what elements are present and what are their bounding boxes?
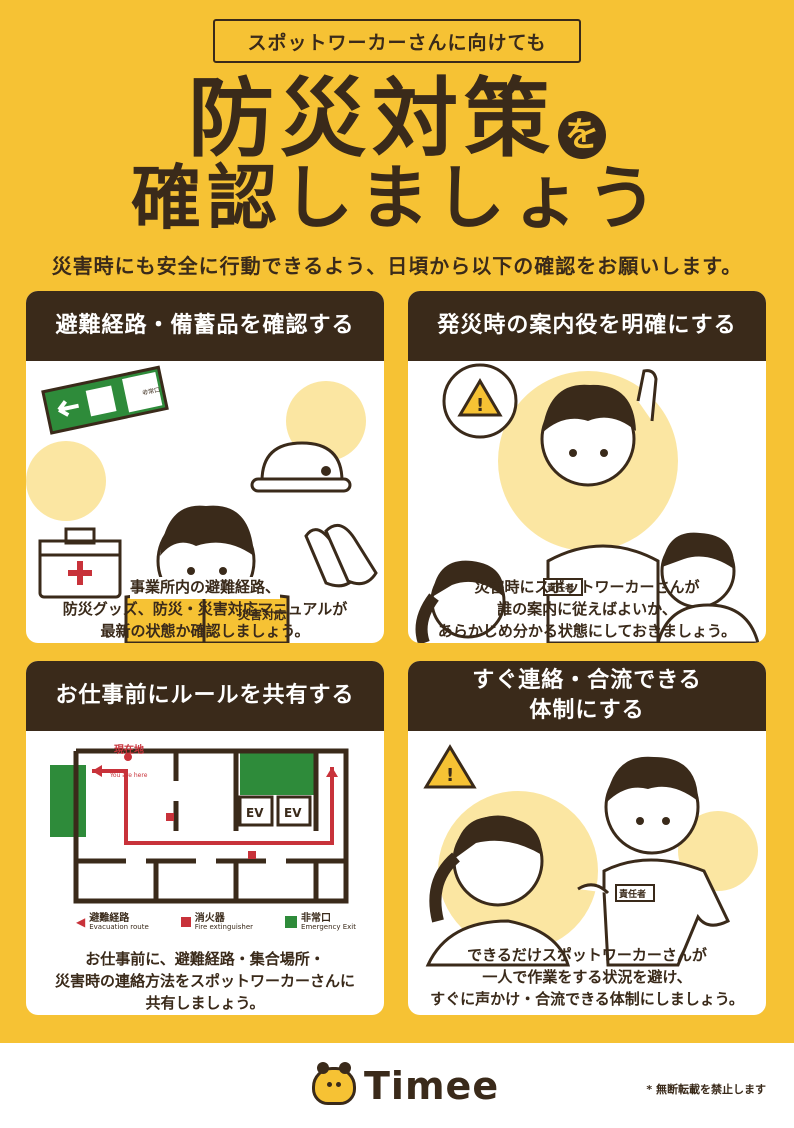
warning-mark: ! (446, 765, 454, 786)
card-heading: すぐ連絡・合流できる 体制にする (408, 661, 766, 731)
card-heading: 避難経路・備蓄品を確認する (26, 291, 384, 361)
card-heading-line: すぐ連絡・合流できる (472, 668, 702, 694)
legend-label-en: Emergency Exit (301, 923, 356, 931)
card-line: お仕事前に、避難経路・集合場所・ (85, 950, 325, 968)
card-line: あらかじめ分かる状態にしておきましょう。 (437, 621, 737, 640)
current-location-label-en: You are here (109, 772, 148, 779)
card-line: 共有しましょう。 (145, 993, 265, 1012)
title-line-1: 防災対策を (0, 72, 794, 167)
card-line: 最新の状態か確認しましょう。 (100, 621, 310, 640)
card-body: 災害時にスポットワーカーさんが 誰の案内に従えばよいか、 あらかじめ分かる状態に… (408, 577, 766, 642)
woman-worker-icon (425, 815, 571, 967)
card-line: 災害時にスポットワーカーさんが (474, 578, 700, 596)
extinguisher-marker (248, 851, 256, 859)
card-share-rules: お仕事前にルールを共有する EV EV 現在地 You are here (26, 661, 384, 1015)
leader-person-icon (540, 369, 660, 643)
card-contact-system: すぐ連絡・合流できる 体制にする ! (408, 661, 766, 1015)
woman-person-icon (415, 560, 506, 643)
top-label: スポットワーカーさんに向けても (213, 19, 581, 63)
map-ev-exit-area (240, 753, 316, 795)
first-aid-kit-icon (38, 527, 122, 599)
ev-label: EV (284, 806, 302, 820)
copyright-notice: * 無断転載を禁止します (646, 1083, 766, 1096)
exit-icon (285, 916, 298, 929)
brand-logo: Timee (312, 1062, 500, 1108)
legend-label: 消火器 (194, 913, 225, 924)
leader-badge: 責任者 (619, 888, 646, 900)
exit-sign-icon (41, 365, 169, 435)
leader-badge: 責任者 (547, 582, 574, 594)
leader-worker-icon (577, 756, 730, 967)
ev-box-2 (276, 795, 312, 827)
ev-label: EV (246, 806, 264, 820)
legend-label: 非常口 (301, 913, 332, 924)
card-body: できるだけスポットワーカーさんが 一人で作業をする状況を避け、 すぐに声かけ・合… (408, 945, 766, 1010)
card-heading-line: 体制にする (529, 698, 645, 723)
card-heading: お仕事前にルールを共有する (26, 661, 384, 731)
timee-mascot-icon (312, 1062, 356, 1105)
warning-mark: ! (476, 395, 484, 416)
square-icon (180, 917, 191, 928)
legend-label-en: Fire extinguisher (194, 923, 254, 931)
man-person-icon (656, 532, 760, 643)
evacuation-scene: 非常口 (26, 365, 378, 643)
warning-triangle-icon: ! (423, 744, 477, 789)
title-wo-badge: を (558, 110, 606, 159)
guide-illustration: ! 責任者 災害時にスポ (408, 361, 766, 643)
card-guide-role: 発災時の案内役を明確にする ! 責任者 (408, 291, 766, 643)
title-line-2: 確認しましょう (131, 157, 663, 239)
card-line: 防災グッズ、防災・災害対応マニュアルが (62, 599, 348, 618)
legend-label-en: Evacuation route (89, 923, 149, 931)
evacuation-illustration: 非常口 (26, 361, 384, 643)
card-body: 事業所内の避難経路、 防災グッズ、防災・災害対応マニュアルが 最新の状態か確認し… (26, 577, 384, 642)
guide-scene: ! 責任者 (415, 363, 760, 643)
card-line: 誰の案内に従えばよいか、 (497, 599, 677, 618)
card-evacuation: 避難経路・備蓄品を確認する 非常口 (26, 291, 384, 643)
footer: Timee * 無断転載を禁止します (0, 1043, 794, 1128)
ev-box-1 (238, 795, 274, 827)
current-location-label: 現在地 (114, 743, 144, 756)
contact-illustration: ! 責任者 できるだけスポットワーカーさんが 一人で作業をする状況を避け、 (408, 731, 766, 1015)
extinguisher-marker (166, 813, 174, 821)
map-exit-area (50, 765, 86, 837)
brand-name: Timee (364, 1064, 500, 1108)
current-location-marker (124, 753, 132, 761)
legend-label: 避難経路 (89, 913, 130, 924)
title-main: 防災対策 (188, 69, 556, 169)
card-line: 事業所内の避難経路、 (129, 577, 280, 599)
card-line: 災害時の連絡方法をスポットワーカーさんに (54, 971, 355, 990)
card-body: お仕事前に、避難経路・集合場所・ 災害時の連絡方法をスポットワーカーさんに 共有… (26, 949, 384, 1014)
exit-sign-label: 非常口 (142, 386, 161, 398)
subtitle: 災害時にも安全に行動できるよう、日頃から以下の確認をお願いします。 (51, 254, 743, 278)
arrow-left-icon: ◀ (76, 914, 86, 929)
helmet-icon (250, 441, 352, 493)
gloves-icon (304, 523, 378, 588)
evacuation-route-line (92, 767, 334, 845)
floor-map: EV EV 現在地 You are here (50, 743, 349, 904)
card-line: 一人で作業をする状況を避け、 (482, 967, 692, 986)
card-line: できるだけスポットワーカーさんが (467, 946, 707, 964)
contact-scene: ! 責任者 (423, 744, 758, 967)
manual-label: 災害対応 (238, 607, 286, 622)
route-arrow-icon (92, 765, 102, 777)
card-heading: 発災時の案内役を明確にする (408, 291, 766, 361)
speech-bubble-icon: ! (442, 363, 518, 439)
card-line: すぐに声かけ・合流できる体制にしましょう。 (430, 989, 744, 1008)
